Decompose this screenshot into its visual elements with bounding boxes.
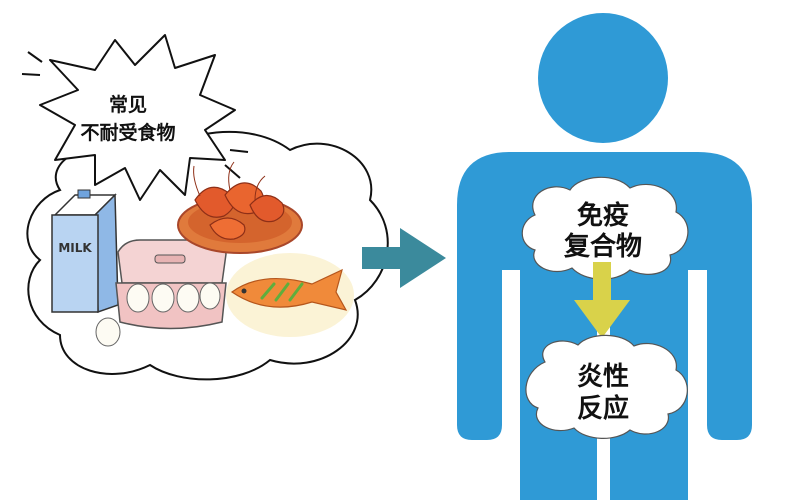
cloud-immune-complex [521, 176, 689, 280]
bubble-spark-2 [21, 73, 41, 76]
shrimp-antenna [254, 175, 266, 201]
shrimp-plate [177, 161, 303, 254]
yellow-arrow-shaft [593, 262, 611, 302]
egg [126, 283, 150, 313]
bubble-text-line1: 常见 [108, 94, 147, 116]
egg-carton [95, 239, 227, 347]
bubble-spark-3 [224, 164, 241, 179]
bubble-spark-4 [229, 149, 249, 153]
shrimp [209, 217, 246, 240]
inflammation-line1: 炎性 [576, 362, 629, 392]
shrimp [249, 194, 285, 223]
fish-plate [226, 253, 354, 337]
shrimp-antenna [228, 161, 235, 191]
egg-carton-lid-handle [154, 254, 186, 264]
bubble-spark-1 [27, 51, 43, 63]
fish [230, 268, 348, 311]
milk-carton: MILK [51, 189, 119, 314]
loose-egg [95, 317, 121, 347]
immune-complex-line1: 免疫 [576, 201, 629, 231]
egg [176, 283, 200, 313]
teal-arrow-shaft [362, 247, 402, 269]
teal-arrow-head [400, 228, 446, 288]
immune-complex-line2: 复合物 [563, 232, 642, 262]
milk-carton-cap [77, 189, 91, 199]
teal-arrow [362, 228, 446, 288]
milk-carton-label: MILK [58, 241, 92, 255]
egg [151, 283, 175, 313]
cloud-inflammation [525, 334, 688, 439]
speech-bubble [39, 34, 236, 201]
milk-carton-front [51, 214, 99, 313]
bubble-text-line2: 不耐受食物 [80, 122, 176, 144]
fish-eye [241, 288, 247, 294]
egg [199, 282, 221, 310]
shrimp-antenna [193, 165, 201, 197]
fish-garnish [260, 282, 304, 302]
human-head [538, 13, 668, 143]
inflammation-line2: 反应 [576, 394, 629, 424]
yellow-arrow [574, 262, 630, 338]
yellow-arrow-head [574, 300, 630, 338]
